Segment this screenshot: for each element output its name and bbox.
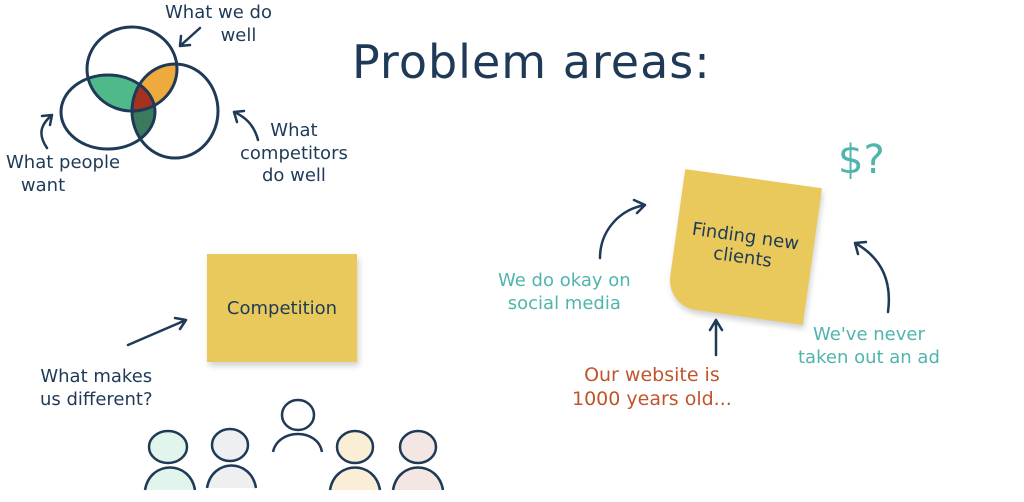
social-media-note: We do okay on social media bbox=[498, 270, 631, 315]
label-line: want bbox=[20, 174, 66, 196]
venn-top-label: What we do well bbox=[165, 2, 272, 47]
venn-circle-right bbox=[130, 62, 220, 160]
note-label: Competition bbox=[226, 297, 338, 319]
arrow-icon bbox=[126, 316, 188, 347]
label-line: social media bbox=[507, 292, 621, 314]
label-line: us different? bbox=[40, 388, 153, 410]
venn-top-left-overlap bbox=[87, 75, 155, 111]
venn-circle-left bbox=[59, 73, 157, 151]
arrow-icon bbox=[178, 26, 202, 48]
clients-sticky-note: Finding new clients bbox=[666, 169, 822, 325]
competition-sticky-note: Competition bbox=[207, 254, 357, 362]
arrow-icon bbox=[708, 318, 724, 357]
label-line: do well bbox=[261, 165, 326, 186]
person-icon bbox=[205, 427, 258, 489]
differentiation-question: What makes us different? bbox=[40, 366, 153, 411]
audience-group bbox=[143, 398, 445, 491]
label-line: competitors bbox=[240, 142, 348, 164]
venn-top-right-overlap bbox=[132, 64, 177, 111]
arrow-icon bbox=[598, 198, 647, 260]
label-line: We've never bbox=[813, 324, 925, 345]
arrow-icon bbox=[232, 109, 260, 142]
label-line: What bbox=[270, 120, 318, 141]
money-question: $? bbox=[838, 137, 885, 183]
person-icon bbox=[328, 429, 382, 491]
label-line: We do okay on bbox=[498, 270, 631, 291]
label-line: taken out an ad bbox=[798, 346, 940, 368]
label-line: What we do bbox=[165, 2, 272, 23]
venn-right-label: What competitors do well bbox=[240, 120, 348, 188]
arrow-icon bbox=[40, 113, 54, 150]
advertising-note: We've never taken out an ad bbox=[798, 324, 940, 369]
page-title: Problem areas: bbox=[352, 35, 711, 89]
arrow-icon bbox=[853, 240, 891, 314]
label-line: Our website is bbox=[584, 364, 720, 386]
label-line: What makes bbox=[40, 366, 153, 387]
venn-left-label: What people want bbox=[6, 152, 120, 197]
label-line: 1000 years old... bbox=[572, 387, 732, 410]
website-note: Our website is 1000 years old... bbox=[572, 364, 732, 412]
person-icon bbox=[391, 429, 445, 491]
label-line: What people bbox=[6, 152, 121, 173]
label-line: well bbox=[220, 24, 257, 46]
person-icon bbox=[143, 429, 197, 491]
person-icon bbox=[271, 398, 324, 453]
